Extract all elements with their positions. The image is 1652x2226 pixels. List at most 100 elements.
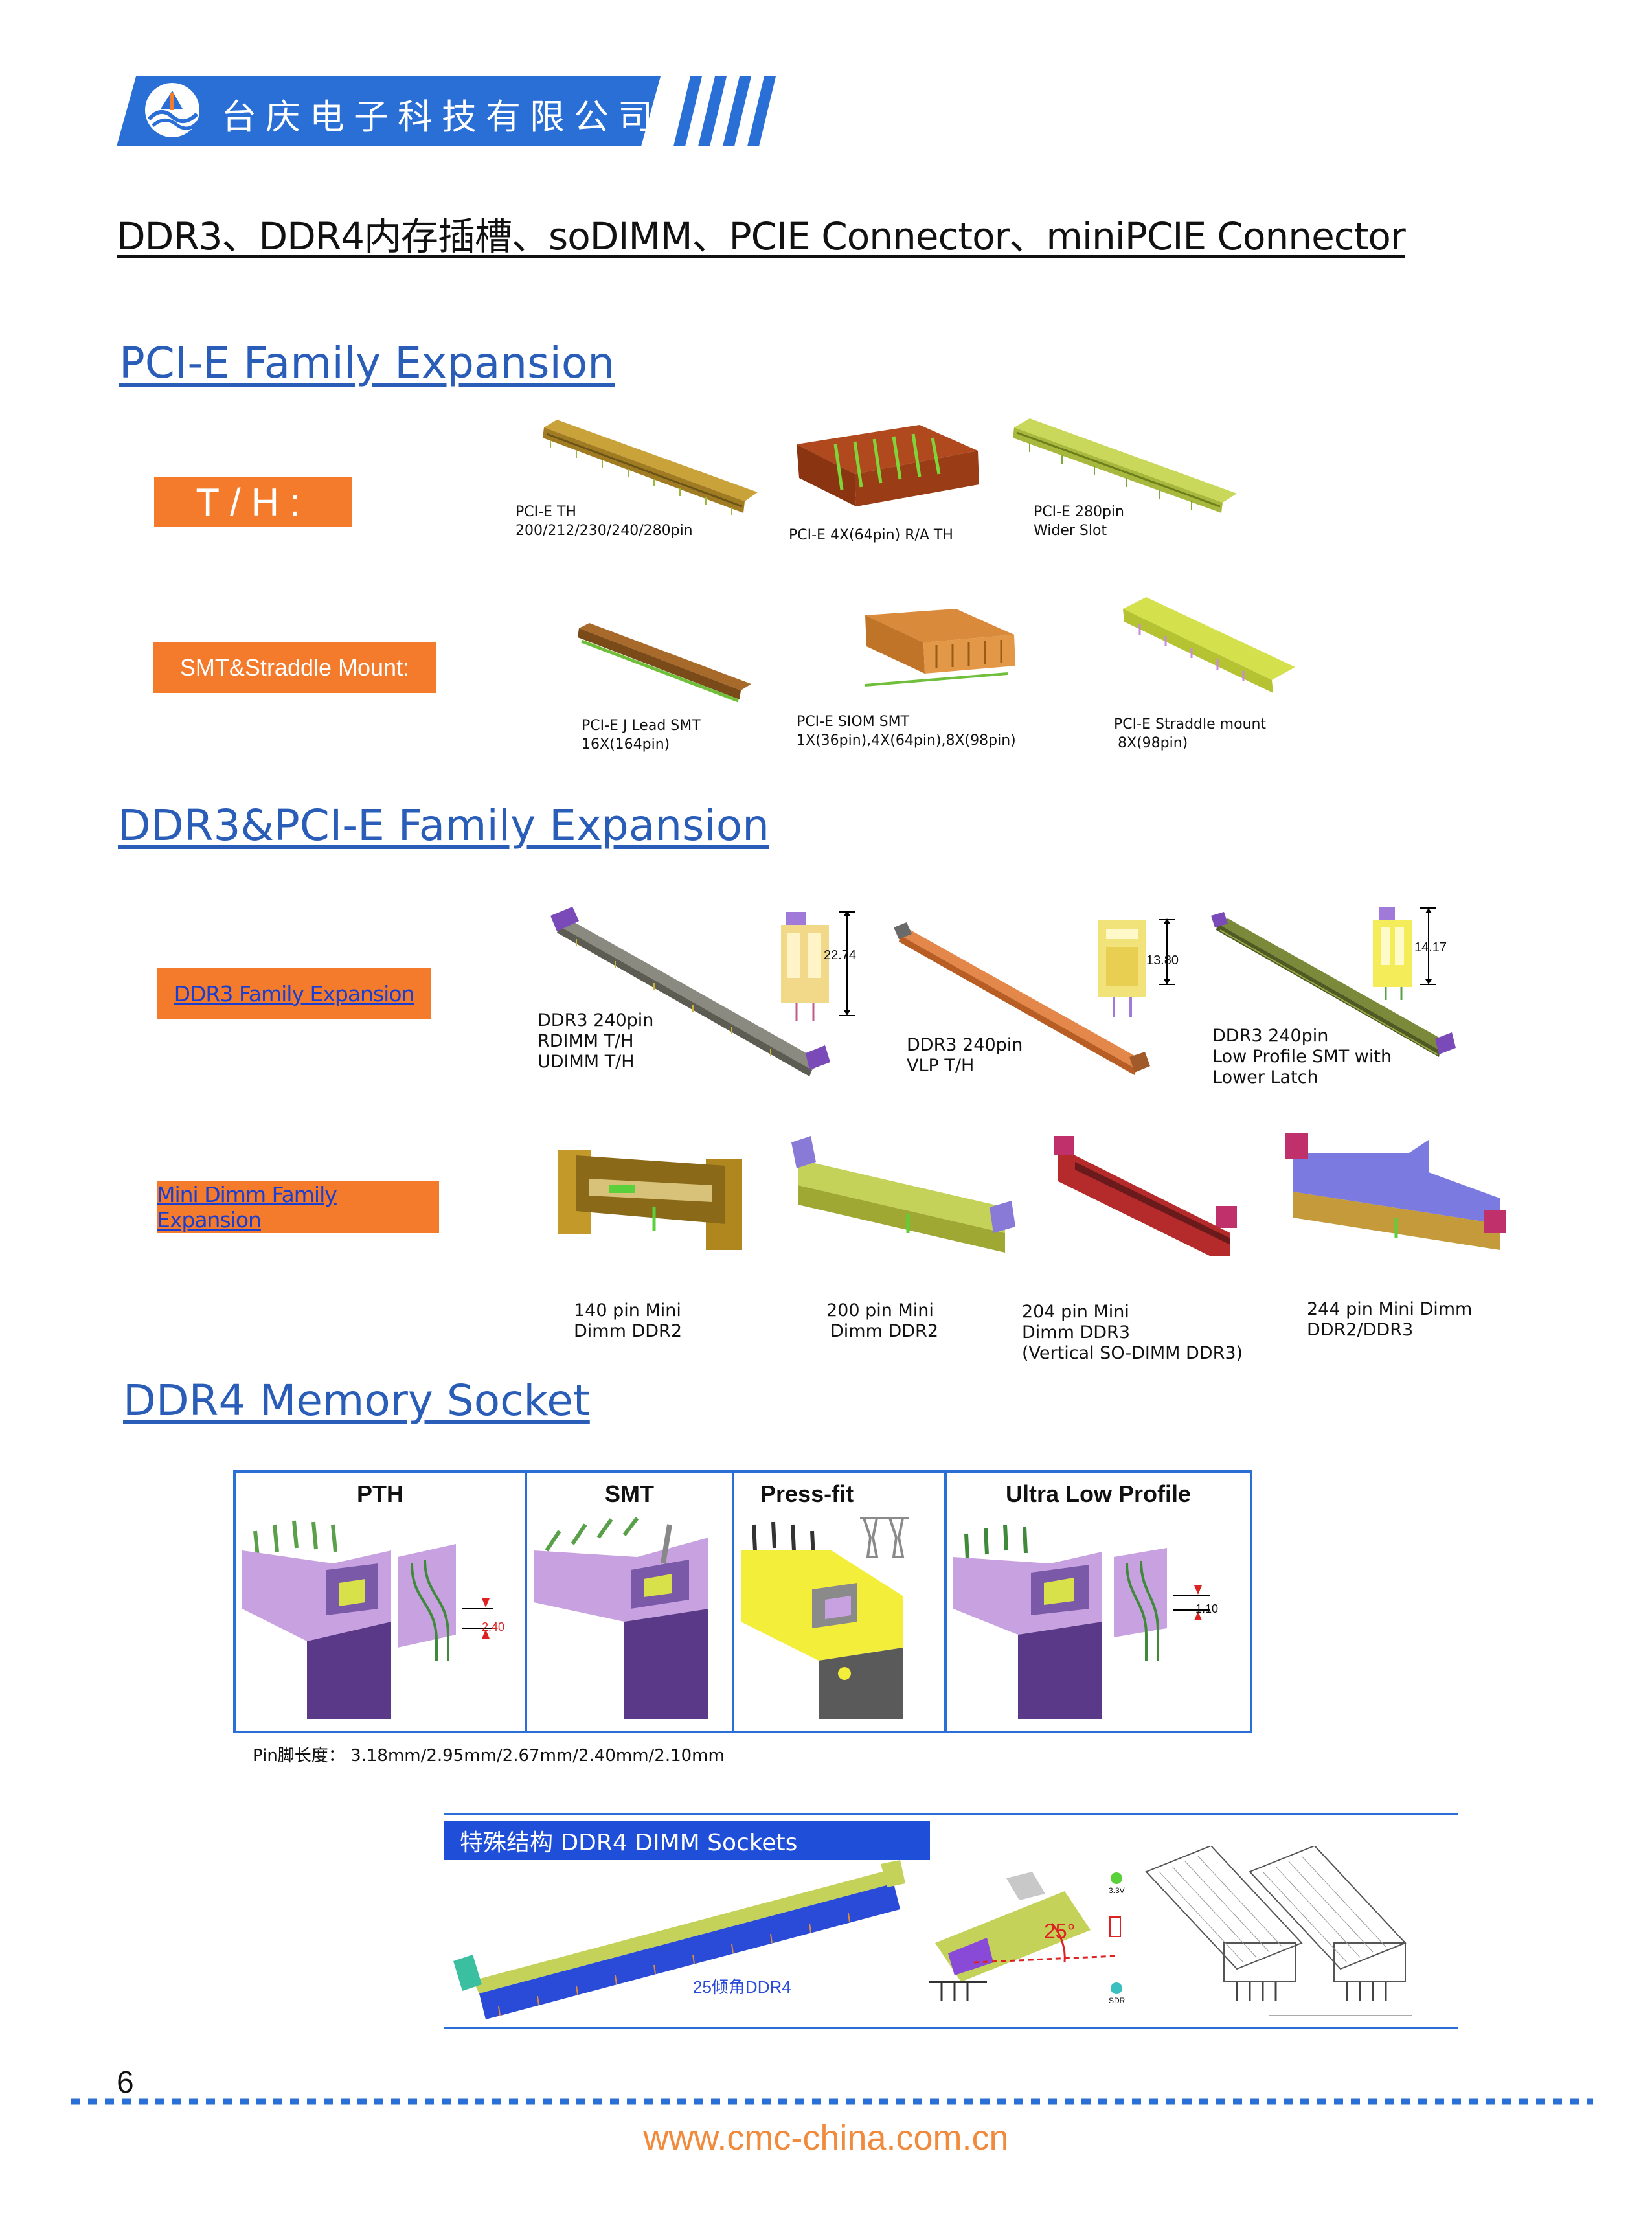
ddr3-vlp-caption: DDR3 240pin VLP T/H	[907, 1035, 1023, 1076]
mini-dimm-family-button[interactable]: Mini Dimm Family Expansion	[157, 1181, 439, 1233]
caption-line: (Vertical SO-DIMM DDR3)	[1022, 1343, 1243, 1363]
pcie-jlead-smt-image	[578, 623, 751, 703]
pcie-siom-caption: PCI-E SIOM SMT 1X(36pin),4X(64pin),8X(98…	[797, 712, 1016, 750]
pcie-4x-ra-caption: PCI-E 4X(64pin) R/A TH	[789, 527, 953, 543]
ddr4-pth-cell: PTH 2.40	[236, 1473, 527, 1731]
ddr4-ulp-dim: 1.10	[1195, 1602, 1219, 1615]
ddr3-lowprofile-caption: DDR3 240pin Low Profile SMT with Lower L…	[1212, 1026, 1392, 1088]
caption-line: PCI-E SIOM SMT	[797, 714, 910, 730]
pcie-section-title[interactable]: PCI-E Family Expansion	[119, 338, 615, 388]
footer-url[interactable]: www.cmc-china.com.cn	[643, 2118, 1009, 2157]
special-bottom-rule	[444, 2027, 1458, 2029]
caption-line: 140 pin Mini	[574, 1300, 681, 1321]
ddr4-pth-dim: 2.40	[482, 1620, 505, 1633]
mini-dimm-200-image	[791, 1136, 1015, 1253]
mini-dimm-244-image	[1285, 1133, 1506, 1250]
smt-straddle-label: SMT&Straddle Mount:	[153, 642, 436, 693]
company-name: 台庆电子科技有限公司	[221, 97, 662, 137]
ddr4-smt-cell: SMT	[527, 1473, 734, 1731]
ddr3-vlp-profile-image	[1098, 918, 1175, 1017]
special-ddr4-title: 特殊结构 DDR4 DIMM Sockets	[444, 1821, 930, 1860]
caption-line: Wider Slot	[1034, 523, 1107, 539]
caption-line: 8X(98pin)	[1118, 735, 1188, 751]
mini-dimm-140-caption: 140 pin Mini Dimm DDR2	[574, 1300, 682, 1342]
ddr4-pressfit-header: Press-fit	[760, 1481, 854, 1507]
tilt-caption: 25倾角DDR4	[693, 1977, 791, 1997]
caption-line: Lower Latch	[1212, 1067, 1318, 1087]
ddr4-ulp-cell: Ultra Low Profile 1.10	[947, 1473, 1250, 1731]
ddr4-25deg-socket-image	[453, 1860, 905, 2019]
ddr4-section-title[interactable]: DDR4 Memory Socket	[123, 1376, 590, 1425]
caption-line: PCI-E Straddle mount	[1114, 716, 1267, 733]
ddr4-angle-drawing	[1145, 1846, 1412, 2016]
caption-line: VLP T/H	[907, 1056, 975, 1076]
ddr4-pth-header: PTH	[357, 1481, 403, 1507]
caption-line: PCI-E TH	[515, 504, 576, 520]
caption-line: 1X(36pin),4X(64pin),8X(98pin)	[797, 733, 1016, 749]
pin-length-note: Pin脚长度： 3.18mm/2.95mm/2.67mm/2.40mm/2.10…	[253, 1746, 725, 1766]
ddr3-family-link[interactable]: DDR3 Family Expansion	[174, 981, 415, 1006]
caption-line: Dimm DDR3	[1022, 1323, 1130, 1343]
tilt-angle-label: 25°	[1044, 1920, 1076, 1943]
mini-dimm-family-link[interactable]: Mini Dimm Family Expansion	[157, 1182, 337, 1232]
pcie-straddle-caption: PCI-E Straddle mount 8X(98pin)	[1114, 715, 1266, 753]
ddr3-vlp-dim: 13.80	[1146, 953, 1179, 968]
caption-line: DDR3 240pin	[907, 1035, 1023, 1055]
pcie-th-caption: PCI-E TH 200/212/230/240/280pin	[515, 503, 693, 540]
pcie-4x-ra-image	[797, 425, 979, 506]
caption-line: RDIMM T/H	[537, 1031, 634, 1051]
caption-line: 200/212/230/240/280pin	[515, 523, 693, 539]
caption-line: 16X(164pin)	[582, 736, 670, 753]
caption-line: Dimm DDR2	[830, 1321, 938, 1341]
ddr4-ulp-image	[953, 1524, 1210, 1719]
caption-line: 204 pin Mini	[1022, 1302, 1129, 1322]
company-logo	[145, 83, 199, 137]
pcie-siom-smt-image	[865, 609, 1015, 687]
ddr3-rdimm-caption: DDR3 240pin RDIMM T/H UDIMM T/H	[537, 1010, 653, 1073]
caption-line: Low Profile SMT with	[1212, 1047, 1392, 1067]
ddr4-pth-image	[242, 1520, 493, 1719]
caption-line: DDR3 240pin	[1212, 1026, 1329, 1046]
page-title: DDR3、DDR4内存插槽、soDIMM、PCIE Connector、mini…	[117, 214, 1406, 258]
caption-line: Dimm DDR2	[574, 1321, 682, 1341]
mini-dimm-204-caption: 204 pin Mini Dimm DDR3 (Vertical SO-DIMM…	[1022, 1302, 1243, 1364]
ddr4-smt-header: SMT	[605, 1481, 654, 1507]
mini-dimm-140-image	[558, 1150, 742, 1250]
caption-line: DDR2/DDR3	[1307, 1320, 1414, 1340]
caption-line: 200 pin Mini	[826, 1300, 934, 1321]
ddr3-rdimm-dim: 22.74	[824, 948, 857, 962]
voltage-label: 3.3V	[1109, 1886, 1125, 1895]
ddr3-rdimm-image	[550, 907, 830, 1076]
ddr4-ulp-header: Ultra Low Profile	[1005, 1481, 1192, 1507]
caption-line: 244 pin Mini Dimm	[1307, 1299, 1473, 1319]
caption-line: UDIMM T/H	[537, 1052, 635, 1072]
ddr4-pressfit-image	[741, 1517, 909, 1719]
special-top-rule	[444, 1813, 1458, 1815]
page-number: 6	[117, 2065, 134, 2100]
mini-dimm-200-caption: 200 pin Mini Dimm DDR2	[826, 1300, 938, 1342]
pcie-280-caption: PCI-E 280pin Wider Slot	[1034, 503, 1124, 540]
ddr3-family-button[interactable]: DDR3 Family Expansion	[157, 968, 431, 1019]
th-label: T/H:	[154, 477, 352, 527]
mini-dimm-244-caption: 244 pin Mini Dimm DDR2/DDR3	[1307, 1299, 1472, 1341]
caption-line: PCI-E 280pin	[1034, 504, 1124, 520]
ddr3-lowprofile-dim: 14.17	[1414, 940, 1447, 955]
pcie-th-connector-image	[543, 420, 758, 515]
caption-line: DDR3 240pin	[537, 1010, 654, 1030]
ddr3-vlp-image	[894, 922, 1150, 1075]
caption-line: PCI-E J Lead SMT	[582, 718, 701, 734]
ddr4-socket-table: PTH 2.40 SMT	[233, 1470, 1252, 1733]
ddr3-rdimm-profile-image	[781, 911, 855, 1021]
header-banner	[117, 76, 661, 146]
pcie-straddle-image	[1123, 597, 1295, 693]
ddr3-section-title[interactable]: DDR3&PCI-E Family Expansion	[118, 801, 770, 850]
header-slashes	[673, 76, 776, 146]
mini-dimm-204-image	[1054, 1136, 1237, 1256]
pcie-jlead-caption: PCI-E J Lead SMT 16X(164pin)	[582, 716, 701, 754]
ddr4-25deg-diagram	[929, 1872, 1122, 2001]
ddr4-pressfit-cell: Press-fit	[734, 1473, 947, 1731]
footer-dotted-rule	[71, 2098, 1593, 2105]
sdr-label: SDR	[1109, 1996, 1126, 2005]
ddr3-lowprofile-profile-image	[1373, 907, 1436, 1000]
ddr4-smt-image	[534, 1517, 708, 1719]
